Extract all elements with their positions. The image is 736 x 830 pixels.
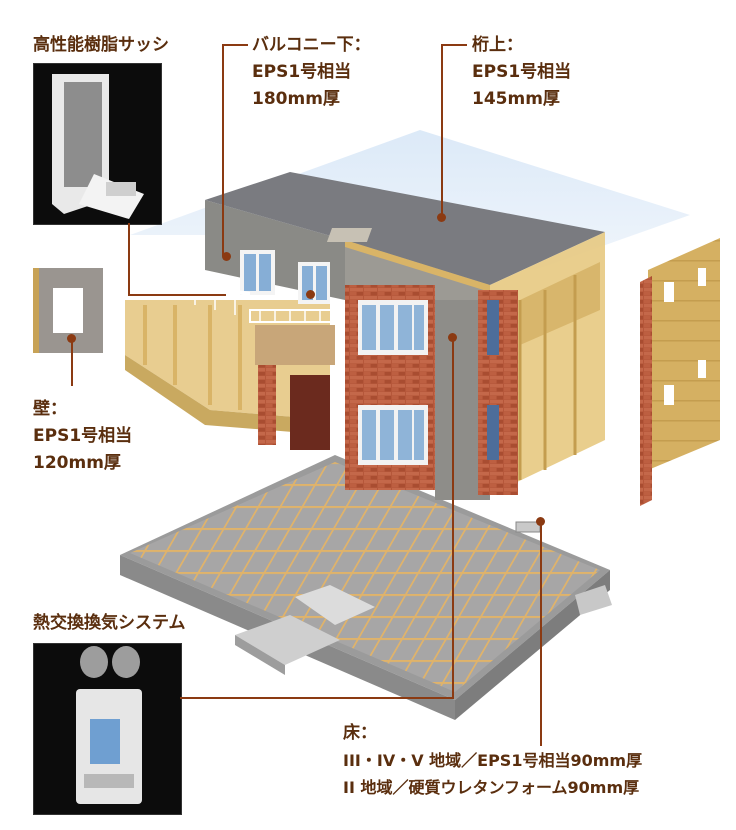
leader-floor <box>452 338 454 698</box>
label-floor-line1: III・IV・V 地域／EPS1号相当90mm厚 <box>343 751 643 770</box>
wall-panel-right <box>630 238 720 506</box>
label-balcony-value: EPS1号相当 <box>252 62 352 82</box>
label-beam-value: EPS1号相当 <box>472 62 572 82</box>
label-beam-thickness: 145mm厚 <box>472 89 560 109</box>
entrance-door <box>290 375 330 450</box>
entrance-steps <box>235 615 340 665</box>
label-sash: 高性能樹脂サッシ <box>33 35 169 55</box>
label-floor: 床： III・IV・V 地域／EPS1号相当90mm厚 II 地域／硬質ウレタン… <box>343 720 642 801</box>
roof-deck <box>205 172 605 285</box>
resin-sash-photo <box>33 63 162 225</box>
label-wall-value: EPS1号相当 <box>33 426 133 446</box>
roof-hatch <box>326 228 373 242</box>
label-balcony-title: バルコニー下： <box>252 35 371 55</box>
leader-sash <box>128 223 130 296</box>
bay-window-upper <box>358 300 428 355</box>
duct-icon <box>80 646 108 678</box>
wall-panel-left <box>33 268 103 353</box>
label-ventilation: 熱交換換気システム <box>33 613 186 633</box>
floor-slab-top <box>130 462 600 692</box>
label-floor-line2: II 地域／硬質ウレタンフォーム90mm厚 <box>343 778 640 797</box>
leader-ventilation <box>180 697 454 699</box>
label-beam-title: 桁上： <box>472 35 523 55</box>
leader-beam <box>441 44 467 46</box>
label-balcony-thickness: 180mm厚 <box>252 89 340 109</box>
label-wall-thickness: 120mm厚 <box>33 453 121 473</box>
label-wall-title: 壁： <box>33 399 67 419</box>
leader-balcony <box>222 44 248 46</box>
label-wall: 壁： EPS1号相当 120mm厚 <box>33 396 132 477</box>
leader-wall <box>71 340 73 386</box>
marker-dot <box>222 252 231 261</box>
bay-window-lower <box>358 405 428 465</box>
label-beam: 桁上： EPS1号相当 145mm厚 <box>472 32 571 113</box>
ventilation-unit-photo <box>33 643 182 815</box>
label-floor-title: 床： <box>343 723 377 743</box>
label-balcony: バルコニー下： EPS1号相当 180mm厚 <box>252 32 371 113</box>
leader-floor-label <box>540 522 542 746</box>
floor-slab-side <box>455 570 610 720</box>
balcony-floor <box>255 325 335 365</box>
